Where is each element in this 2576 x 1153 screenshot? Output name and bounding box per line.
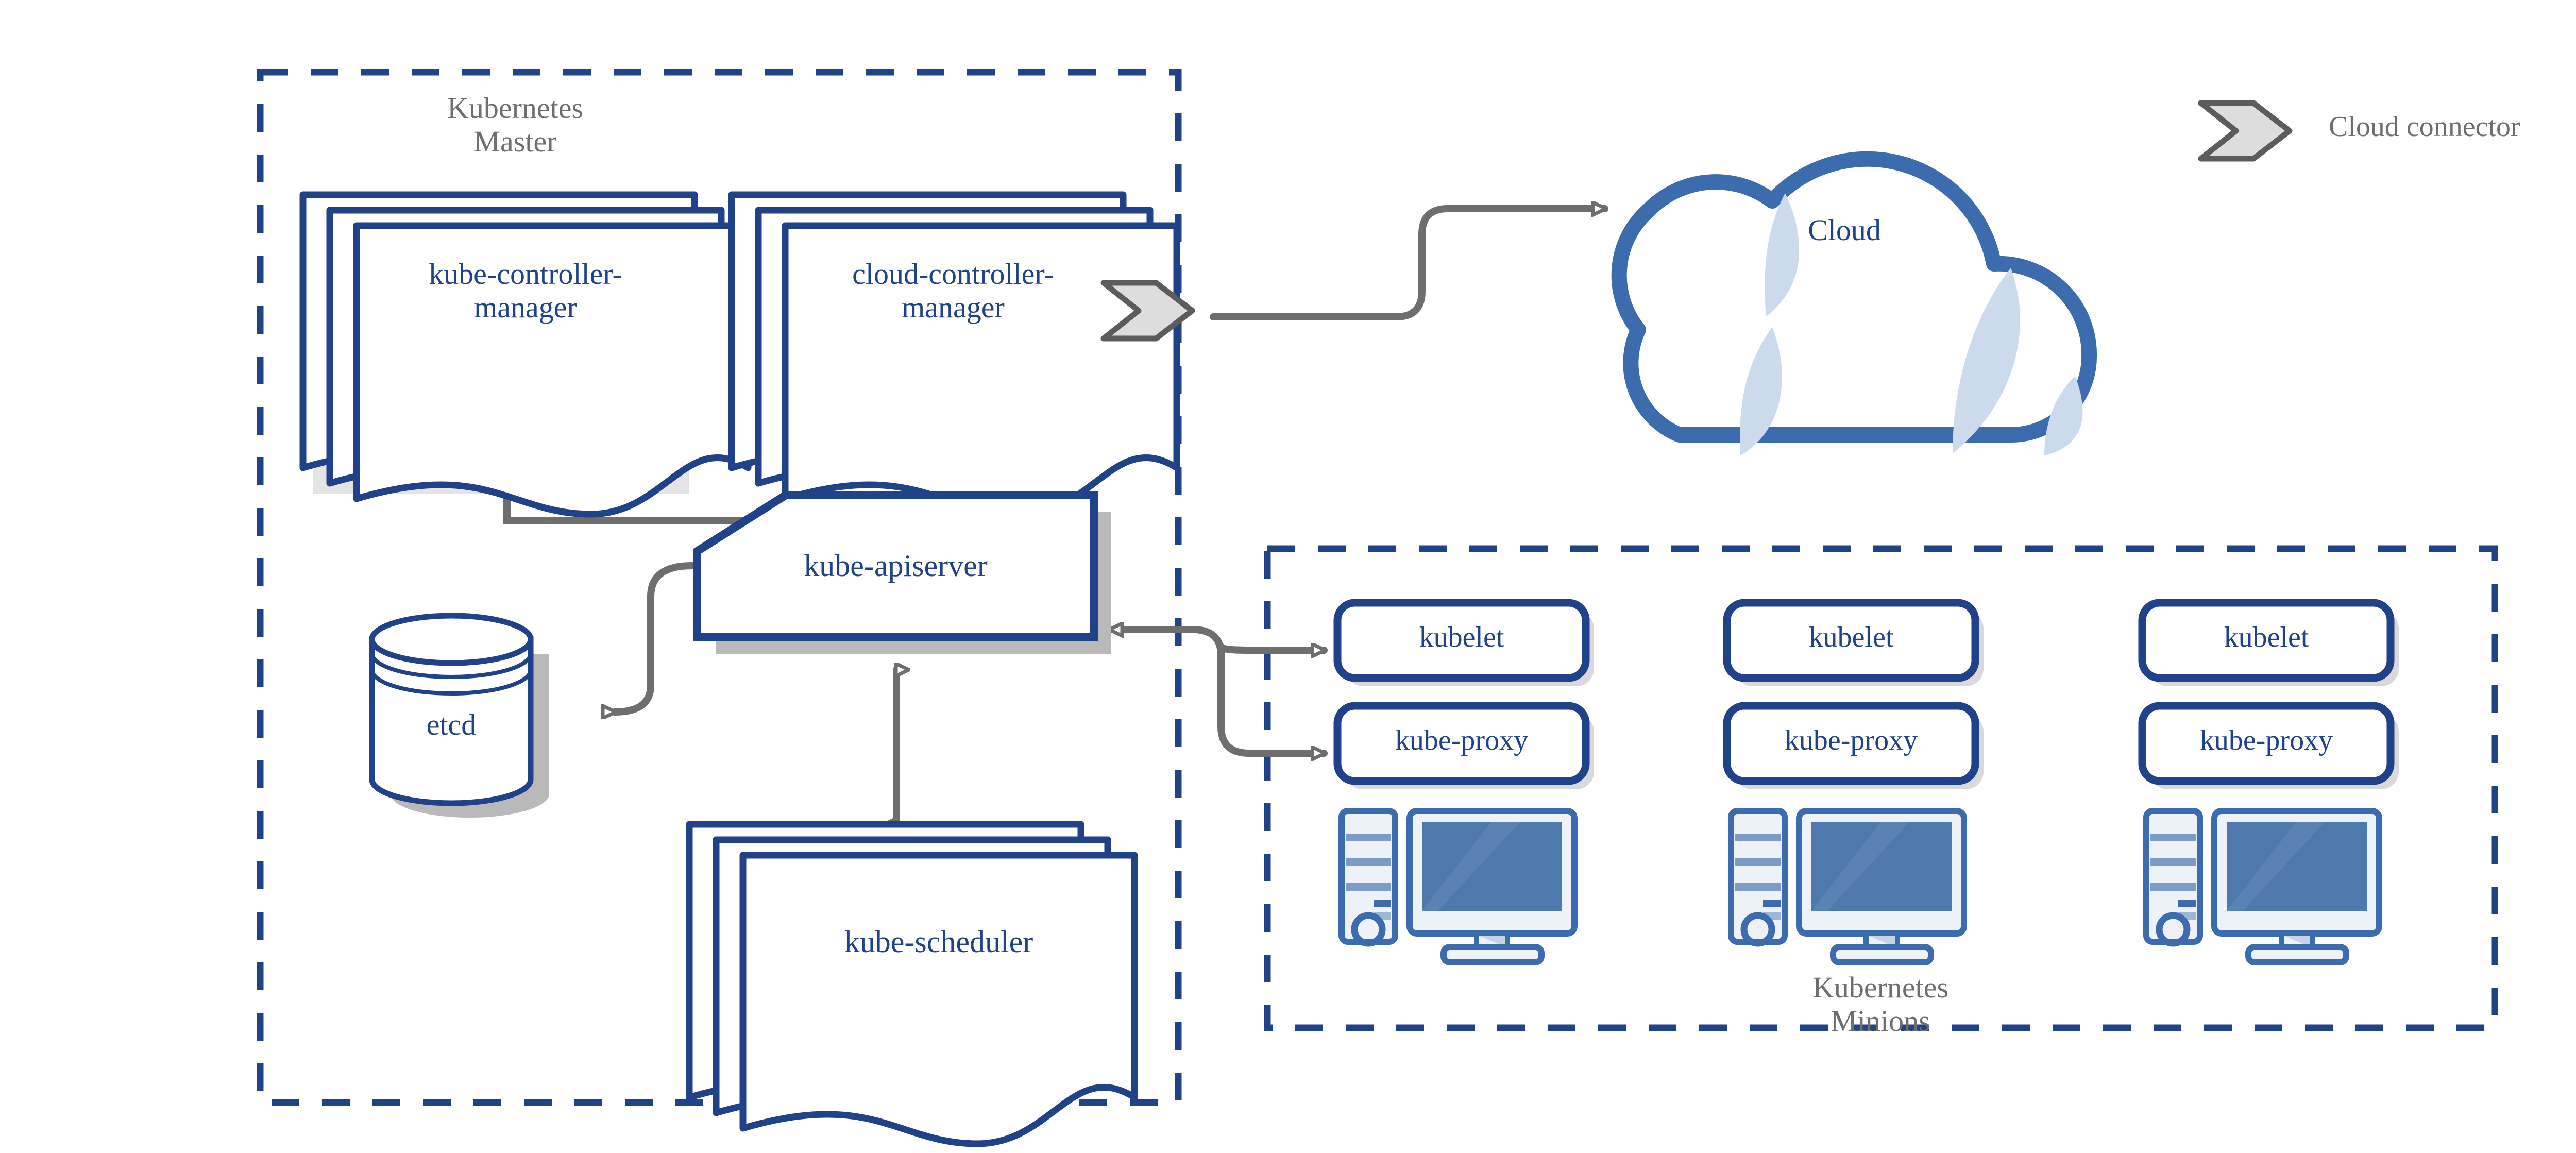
minions-group-box	[1264, 545, 2498, 1031]
kube-controller-manager-line2: manager	[474, 290, 577, 324]
cloud-controller-manager-label: cloud-controller- manager	[788, 257, 1118, 325]
cloud-shape	[1611, 151, 2097, 455]
kube-proxy-box-2	[1723, 702, 1979, 785]
arrow-connector-to-cloud	[1210, 209, 1608, 320]
etcd-shape	[369, 613, 549, 818]
legend-connector-icon	[2201, 103, 2290, 159]
kube-controller-manager-shape	[303, 195, 748, 514]
minions-group-label-line2: Minions	[1831, 1004, 1930, 1038]
kube-apiserver-shape	[693, 491, 1111, 654]
desktop-computer-icon-3	[2146, 811, 2379, 962]
kube-apiserver-label: kube-apiserver	[804, 549, 988, 583]
cloud-controller-manager-line1: cloud-controller-	[852, 257, 1054, 291]
kube-scheduler-label: kube-scheduler	[844, 925, 1033, 959]
kube-scheduler-shape	[689, 824, 1134, 1144]
kubelet-label-1: kubelet	[1419, 621, 1504, 653]
kube-proxy-box-3	[2138, 702, 2395, 785]
cloud-controller-manager-shape	[732, 195, 1177, 514]
kubelet-label-3: kubelet	[2224, 621, 2309, 653]
minions-group-label-line1: Kubernetes	[1812, 971, 1949, 1004]
cloud-label: Cloud	[1808, 213, 1881, 247]
master-group-label-line2: Master	[473, 124, 557, 158]
master-group-label-line1: Kubernetes	[447, 91, 584, 125]
desktop-computer-icon-2	[1731, 811, 1964, 962]
kube-proxy-box-1	[1333, 702, 1590, 785]
arrow-apiserver-to-minion	[1107, 630, 1328, 753]
kube-controller-manager-line1: kube-controller-	[429, 257, 622, 291]
kube-proxy-label-2: kube-proxy	[1784, 724, 1918, 756]
arrow-apiserver-etcd	[615, 566, 692, 712]
kube-proxy-label-3: kube-proxy	[2199, 724, 2333, 756]
desktop-computer-icon-1	[1342, 811, 1574, 962]
kube-controller-manager-label: kube-controller- manager	[361, 257, 690, 325]
kubelet-box-3	[2138, 599, 2395, 682]
minions-group-label: Kubernetes Minions	[1674, 971, 2087, 1038]
kube-proxy-label-1: kube-proxy	[1395, 724, 1529, 756]
legend-connector-label: Cloud connector	[2329, 111, 2520, 143]
kubelet-box-1	[1333, 599, 1590, 682]
minion-node-3	[2138, 599, 2399, 962]
cloud-controller-manager-line2: manager	[902, 290, 1005, 324]
minion-node-1	[1333, 599, 1594, 962]
kubelet-box-2	[1723, 599, 1979, 682]
master-group-box	[257, 69, 1182, 1106]
etcd-label: etcd	[426, 708, 477, 741]
kubelet-label-2: kubelet	[1808, 621, 1894, 653]
minion-node-2	[1723, 599, 1984, 962]
master-group-label: Kubernetes Master	[309, 91, 721, 159]
